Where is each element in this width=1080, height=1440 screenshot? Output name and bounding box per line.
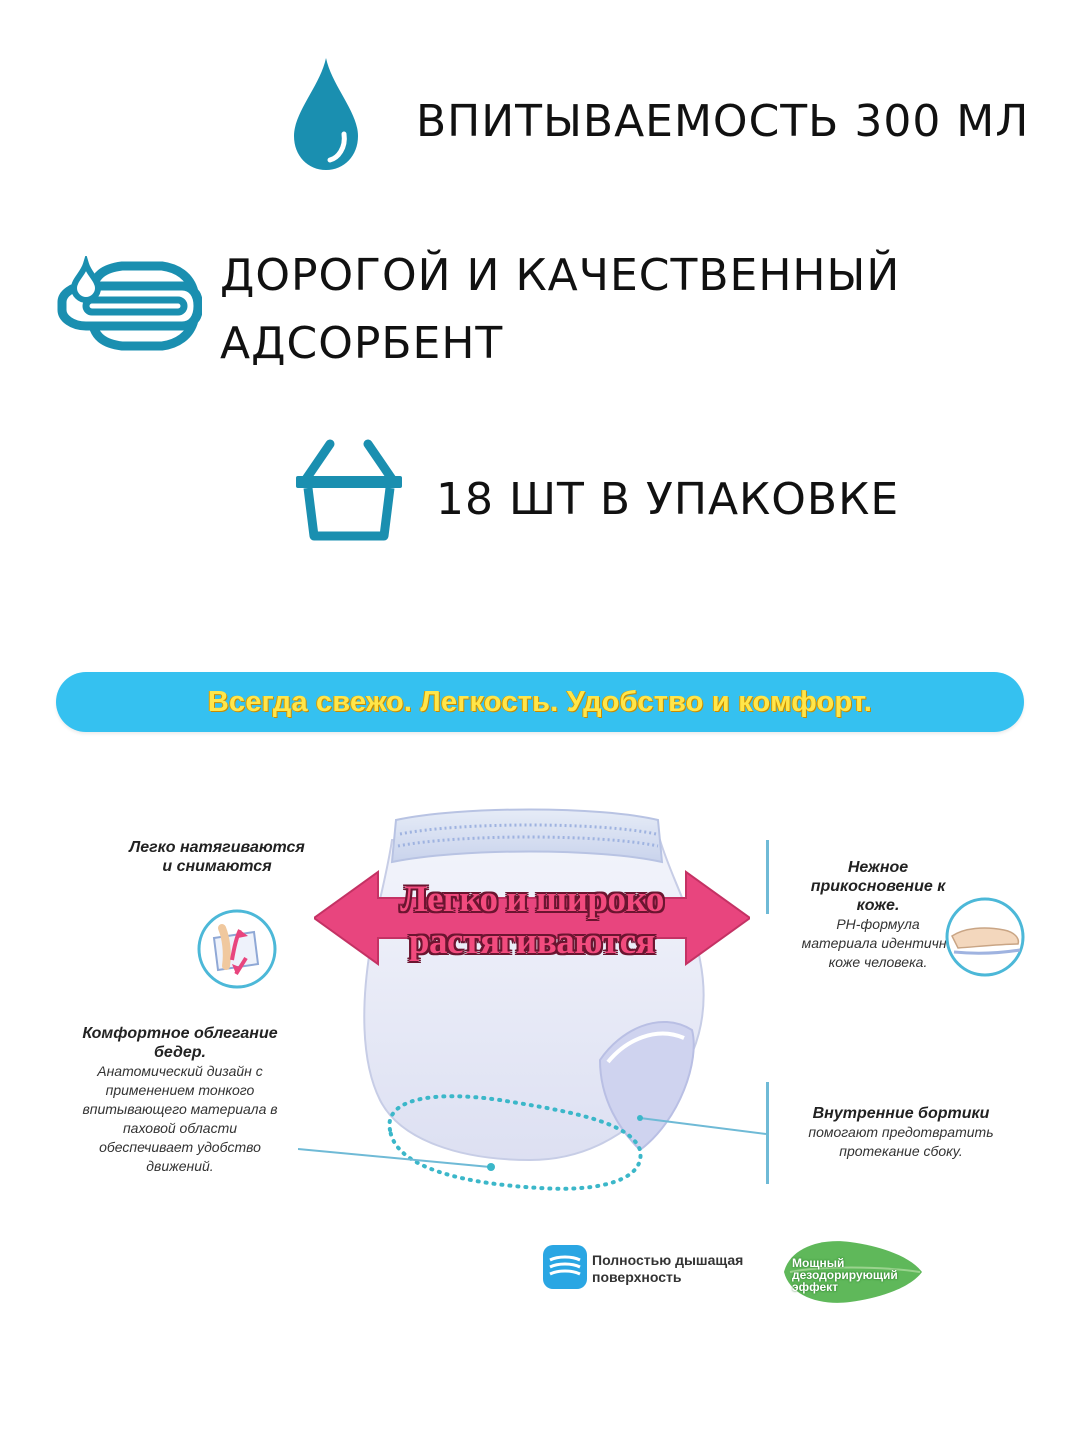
caption-fit-line2: применением тонкого — [105, 1082, 255, 1098]
breathable-line1: Полностью дышащая — [592, 1252, 744, 1268]
slogan-text: Всегда свежо. Легкость. Удобство и комфо… — [207, 685, 873, 718]
caption-fit-title2: бедер. — [153, 1044, 206, 1061]
caption-touch-line3: коже человека. — [828, 954, 928, 970]
pull-on-illustration — [196, 908, 278, 990]
deodorizing-label: Мощный дезодорирующий эффект — [792, 1257, 898, 1293]
basket-icon — [294, 436, 404, 542]
caption-touch-title1: Нежное — [847, 859, 909, 876]
caption-fit-title1: Комфортное облегание — [82, 1025, 278, 1042]
breathable-surface-icon — [542, 1244, 588, 1290]
caption-easy-on-off-line2: и снимаются — [162, 858, 272, 875]
caption-inner-cuffs: Внутренние бортики помогают предотвратит… — [792, 1104, 1010, 1161]
caption-easy-on-off-line1: Легко натягиваются — [129, 839, 305, 856]
caption-cuffs-line2: протекание сбоку. — [839, 1143, 963, 1159]
slogan-banner: Всегда свежо. Легкость. Удобство и комфо… — [56, 672, 1024, 732]
feature-quantity-text: 18 ШТ В УПАКОВКЕ — [436, 474, 900, 525]
leader-line-right — [636, 1110, 768, 1140]
caption-easy-on-off: Легко натягиваются и снимаются — [110, 838, 324, 876]
leader-line-left — [297, 1145, 498, 1175]
water-drop-icon — [292, 56, 360, 172]
feature-absorbent-line2: АДСОРБЕНТ — [220, 318, 504, 369]
leaf-deodorizing-icon — [780, 1236, 926, 1308]
stretch-label-line1: Легко и широко — [400, 879, 664, 920]
deodor-line2: дезодорирующий — [792, 1268, 898, 1282]
caption-fit-line5: обеспечивает удобство — [99, 1139, 261, 1155]
caption-fit-line4: паховой области — [122, 1120, 238, 1136]
divider-line-top-right — [766, 840, 769, 914]
breathable-label: Полностью дышащая поверхность — [592, 1252, 743, 1286]
caption-gentle-touch: Нежное прикосновение к коже. PH-формула … — [786, 858, 970, 972]
caption-cuffs-line1: помогают предотвратить — [808, 1124, 994, 1140]
caption-touch-title3: коже. — [856, 897, 900, 914]
caption-touch-line2: материала идентична — [801, 935, 955, 951]
breathable-line2: поверхность — [592, 1269, 682, 1285]
feature-absorbent-line1: ДОРОГОЙ И КАЧЕСТВЕННЫЙ — [220, 250, 901, 301]
caption-fit-line1: Анатомический дизайн с — [97, 1063, 263, 1079]
caption-cuffs-title: Внутренние бортики — [812, 1105, 990, 1122]
caption-fit-line6: движений. — [146, 1158, 214, 1174]
caption-touch-title2: прикосновение к — [810, 878, 946, 895]
stretch-label-line2: растягиваются — [408, 921, 656, 962]
caption-comfortable-fit: Комфортное облегание бедер. Анатомически… — [62, 1024, 298, 1176]
hand-touch-illustration — [944, 896, 1026, 978]
deodor-line3: эффект — [792, 1280, 839, 1294]
pad-absorbent-icon — [52, 253, 203, 356]
feature-absorbency-text: ВПИТЫВАЕМОСТЬ 300 МЛ — [416, 96, 1030, 147]
caption-touch-line1: PH-формула — [836, 916, 920, 932]
deodor-line1: Мощный — [792, 1256, 845, 1270]
divider-line-bottom-right — [766, 1082, 769, 1184]
caption-fit-line3: впитывающего материала в — [82, 1101, 278, 1117]
